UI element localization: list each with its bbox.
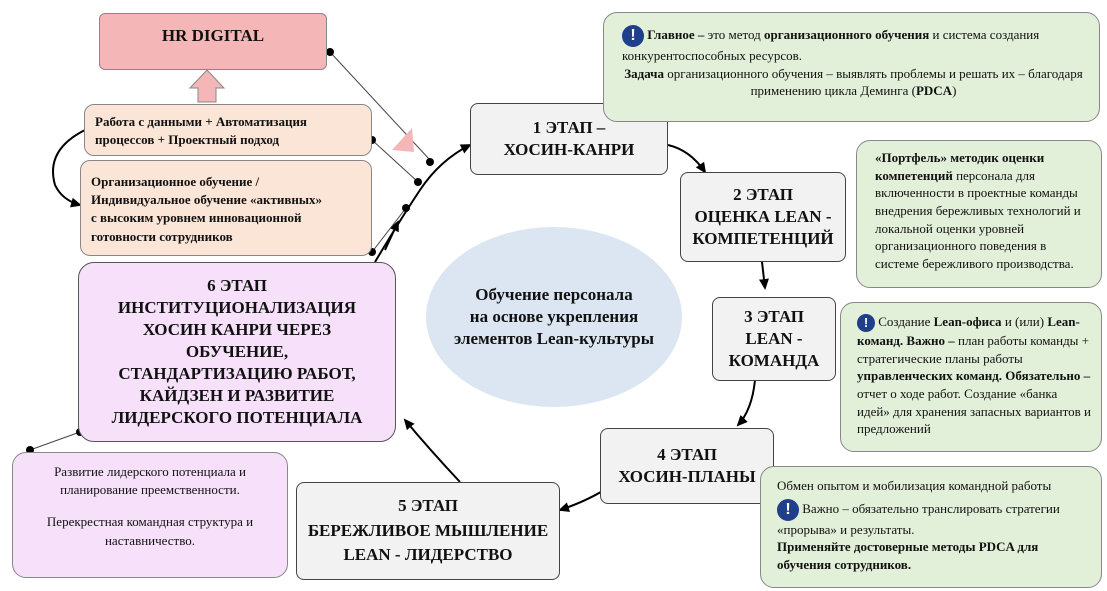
note-portfolio-t1: персонала для включенности в проектные к… (875, 167, 1081, 272)
exclamation-icon: ! (777, 498, 799, 521)
stage-6-line7: ЛИДЕРСКОГО ПОТЕНЦИАЛА (111, 408, 363, 428)
hr-up-arrow (188, 69, 226, 103)
stage-2-line2: ОЦЕНКА LEAN - (694, 207, 832, 227)
note-lean-office: ! Создание Lean-офиса и (или) Lean-коман… (840, 302, 1102, 452)
stage-4-box: 4 ЭТАП ХОСИН-ПЛАНЫ (600, 428, 774, 504)
note-main-p2: Задача организационного обучения – выявл… (622, 65, 1085, 100)
note-exchange-t1: Обмен опытом и мобилизация командной раб… (777, 478, 1052, 493)
stage-4-line2: ХОСИН-ПЛАНЫ (618, 467, 756, 486)
note-exchange: Обмен опытом и мобилизация командной раб… (760, 466, 1102, 588)
learning-box: Организационное обучение / Индивидуально… (80, 160, 372, 256)
leadership-note-p2: Перекрестная командная структура и наста… (46, 514, 254, 548)
center-line1: Обучение персонала (475, 284, 633, 304)
stage-4-line1: 4 ЭТАП (657, 445, 717, 465)
note-lean-b2: Lean-команд. Важно – (857, 314, 1080, 349)
leadership-note: Развитие лидерского потенциала и планиро… (12, 452, 288, 578)
stage-3-box: 3 ЭТАП LEAN - КОМАНДА (712, 297, 836, 381)
note-main-b3: Задача (624, 65, 664, 81)
hr-digital-box: HR DIGITAL (99, 13, 327, 70)
note-main-t2: и система создания конкурентоспособных р… (622, 26, 1040, 63)
note-lean-b4: Обязательно – (1005, 368, 1091, 384)
stage-6-line1: 6 ЭТАП (207, 275, 267, 295)
note-exchange-b1: Применяйте достоверные методы PDCA для о… (777, 539, 1039, 573)
stage-6-line5: СТАНДАРТИЗАЦИЮ РАБОТ, (118, 364, 356, 384)
stage-3-line1: 3 ЭТАП (744, 307, 804, 327)
exclamation-icon: ! (622, 25, 644, 47)
center-title: Обучение персонала на основе укрепления … (440, 270, 668, 364)
learning-line1: Организационное обучение / (91, 174, 260, 189)
hr-digital-title: HR DIGITAL (161, 26, 265, 45)
note-portfolio-b1: «Портфель» методик оценки компетенций (875, 150, 1045, 183)
note-main-t1: это метод (704, 26, 764, 42)
note-main-p1: ! Главное – это метод организационного о… (622, 25, 1085, 65)
center-ellipse (426, 227, 682, 407)
stage-6-line2: ИНСТИТУЦИОНАЛИЗАЦИЯ (117, 297, 357, 317)
note-main-b1: Главное – (647, 26, 705, 42)
stage-6-line6: КАЙДЗЕН И РАЗВИТИЕ (139, 386, 335, 406)
learning-connector (371, 207, 407, 253)
center-line3: элементов Lean-культуры (453, 329, 655, 349)
note-lean-t4: отчет о ходе работ. Создание «банка идей… (857, 386, 1091, 437)
exclamation-icon: ! (857, 314, 875, 333)
note-exchange-t2: Важно – обязательно транслировать страте… (777, 500, 1060, 537)
note-exchange-p2: ! Важно – обязательно транслировать стра… (777, 498, 1091, 539)
note-lean-t3: план работы команды + стратегические пла… (857, 333, 1090, 366)
note-main-t4: ) (952, 83, 957, 99)
note-portfolio: «Портфель» методик оценки компетенций пе… (856, 140, 1102, 288)
learning-line4: готовности сотрудников (91, 228, 233, 244)
note-main-b4: PDCA (915, 83, 953, 99)
stage-3-line2: LEAN - (745, 329, 803, 349)
center-line2: на основе укрепления (469, 306, 639, 326)
note-main: ! Главное – это метод организационного о… (603, 12, 1100, 122)
hr-connector (329, 51, 431, 161)
learning-line3: с высоким уровнем инновационной (91, 210, 302, 226)
arrow-1-to-2 (667, 144, 707, 174)
pink-triangle (392, 128, 414, 152)
data-automation-box: Работа с данными + Автоматизация процесс… (84, 104, 372, 156)
leader-connector (29, 431, 81, 451)
data-connector (371, 139, 419, 183)
stage-3-line3: КОМАНДА (728, 350, 820, 370)
note-lean-b1: Lean-офиса (933, 314, 1002, 329)
stage-2-box: 2 ЭТАП ОЦЕНКА LEAN - КОМПЕТЕНЦИЙ (680, 172, 846, 262)
stage-5-line2: БЕРЕЖЛИВОЕ МЫШЛЕНИЕ (307, 520, 549, 540)
stage-2-line3: КОМПЕТЕНЦИЙ (692, 228, 834, 248)
stage-6-box: 6 ЭТАП ИНСТИТУЦИОНАЛИЗАЦИЯ ХОСИН КАНРИ Ч… (78, 262, 396, 442)
arrow-2-to-3 (759, 261, 769, 290)
stage-5-box: 5 ЭТАП БЕРЕЖЛИВОЕ МЫШЛЕНИЕ LEAN - ЛИДЕРС… (296, 482, 560, 580)
stage-6-line4: ОБУЧЕНИЕ, (185, 341, 289, 361)
note-lean-t1: Создание (875, 314, 934, 329)
stage-5-line3: LEAN - ЛИДЕРСТВО (343, 545, 513, 565)
arrow-6-to-1 (374, 144, 472, 263)
note-main-b2: организационного обучения (763, 26, 930, 42)
learning-line2: Индивидуальное обучение «активных» (91, 192, 323, 208)
note-lean-t2: и (или) (1001, 314, 1048, 329)
stage-5-line1: 5 ЭТАП (398, 496, 458, 516)
loop-arrow (52, 129, 86, 208)
arrow-3-to-4 (736, 379, 756, 427)
arrow-5-to-6 (403, 418, 461, 483)
note-lean-b3: управленческих команд. (857, 368, 1003, 384)
data-box-line2: процессов + Проектный подход (95, 132, 280, 148)
stage-6-line3: ХОСИН КАНРИ ЧЕРЕЗ (142, 319, 332, 339)
arrow-6-to-1-head2 (384, 220, 399, 251)
stage-1-line1: 1 ЭТАП – (532, 118, 606, 138)
leadership-note-p1: Развитие лидерского потенциала и планиро… (54, 464, 246, 498)
note-main-t3: организационного обучения – выявлять про… (664, 65, 1083, 99)
stage-1-line2: ХОСИН-КАНРИ (503, 140, 635, 159)
data-box-line1: Работа с данными + Автоматизация (95, 114, 307, 129)
stage-2-line1: 2 ЭТАП (733, 185, 793, 205)
